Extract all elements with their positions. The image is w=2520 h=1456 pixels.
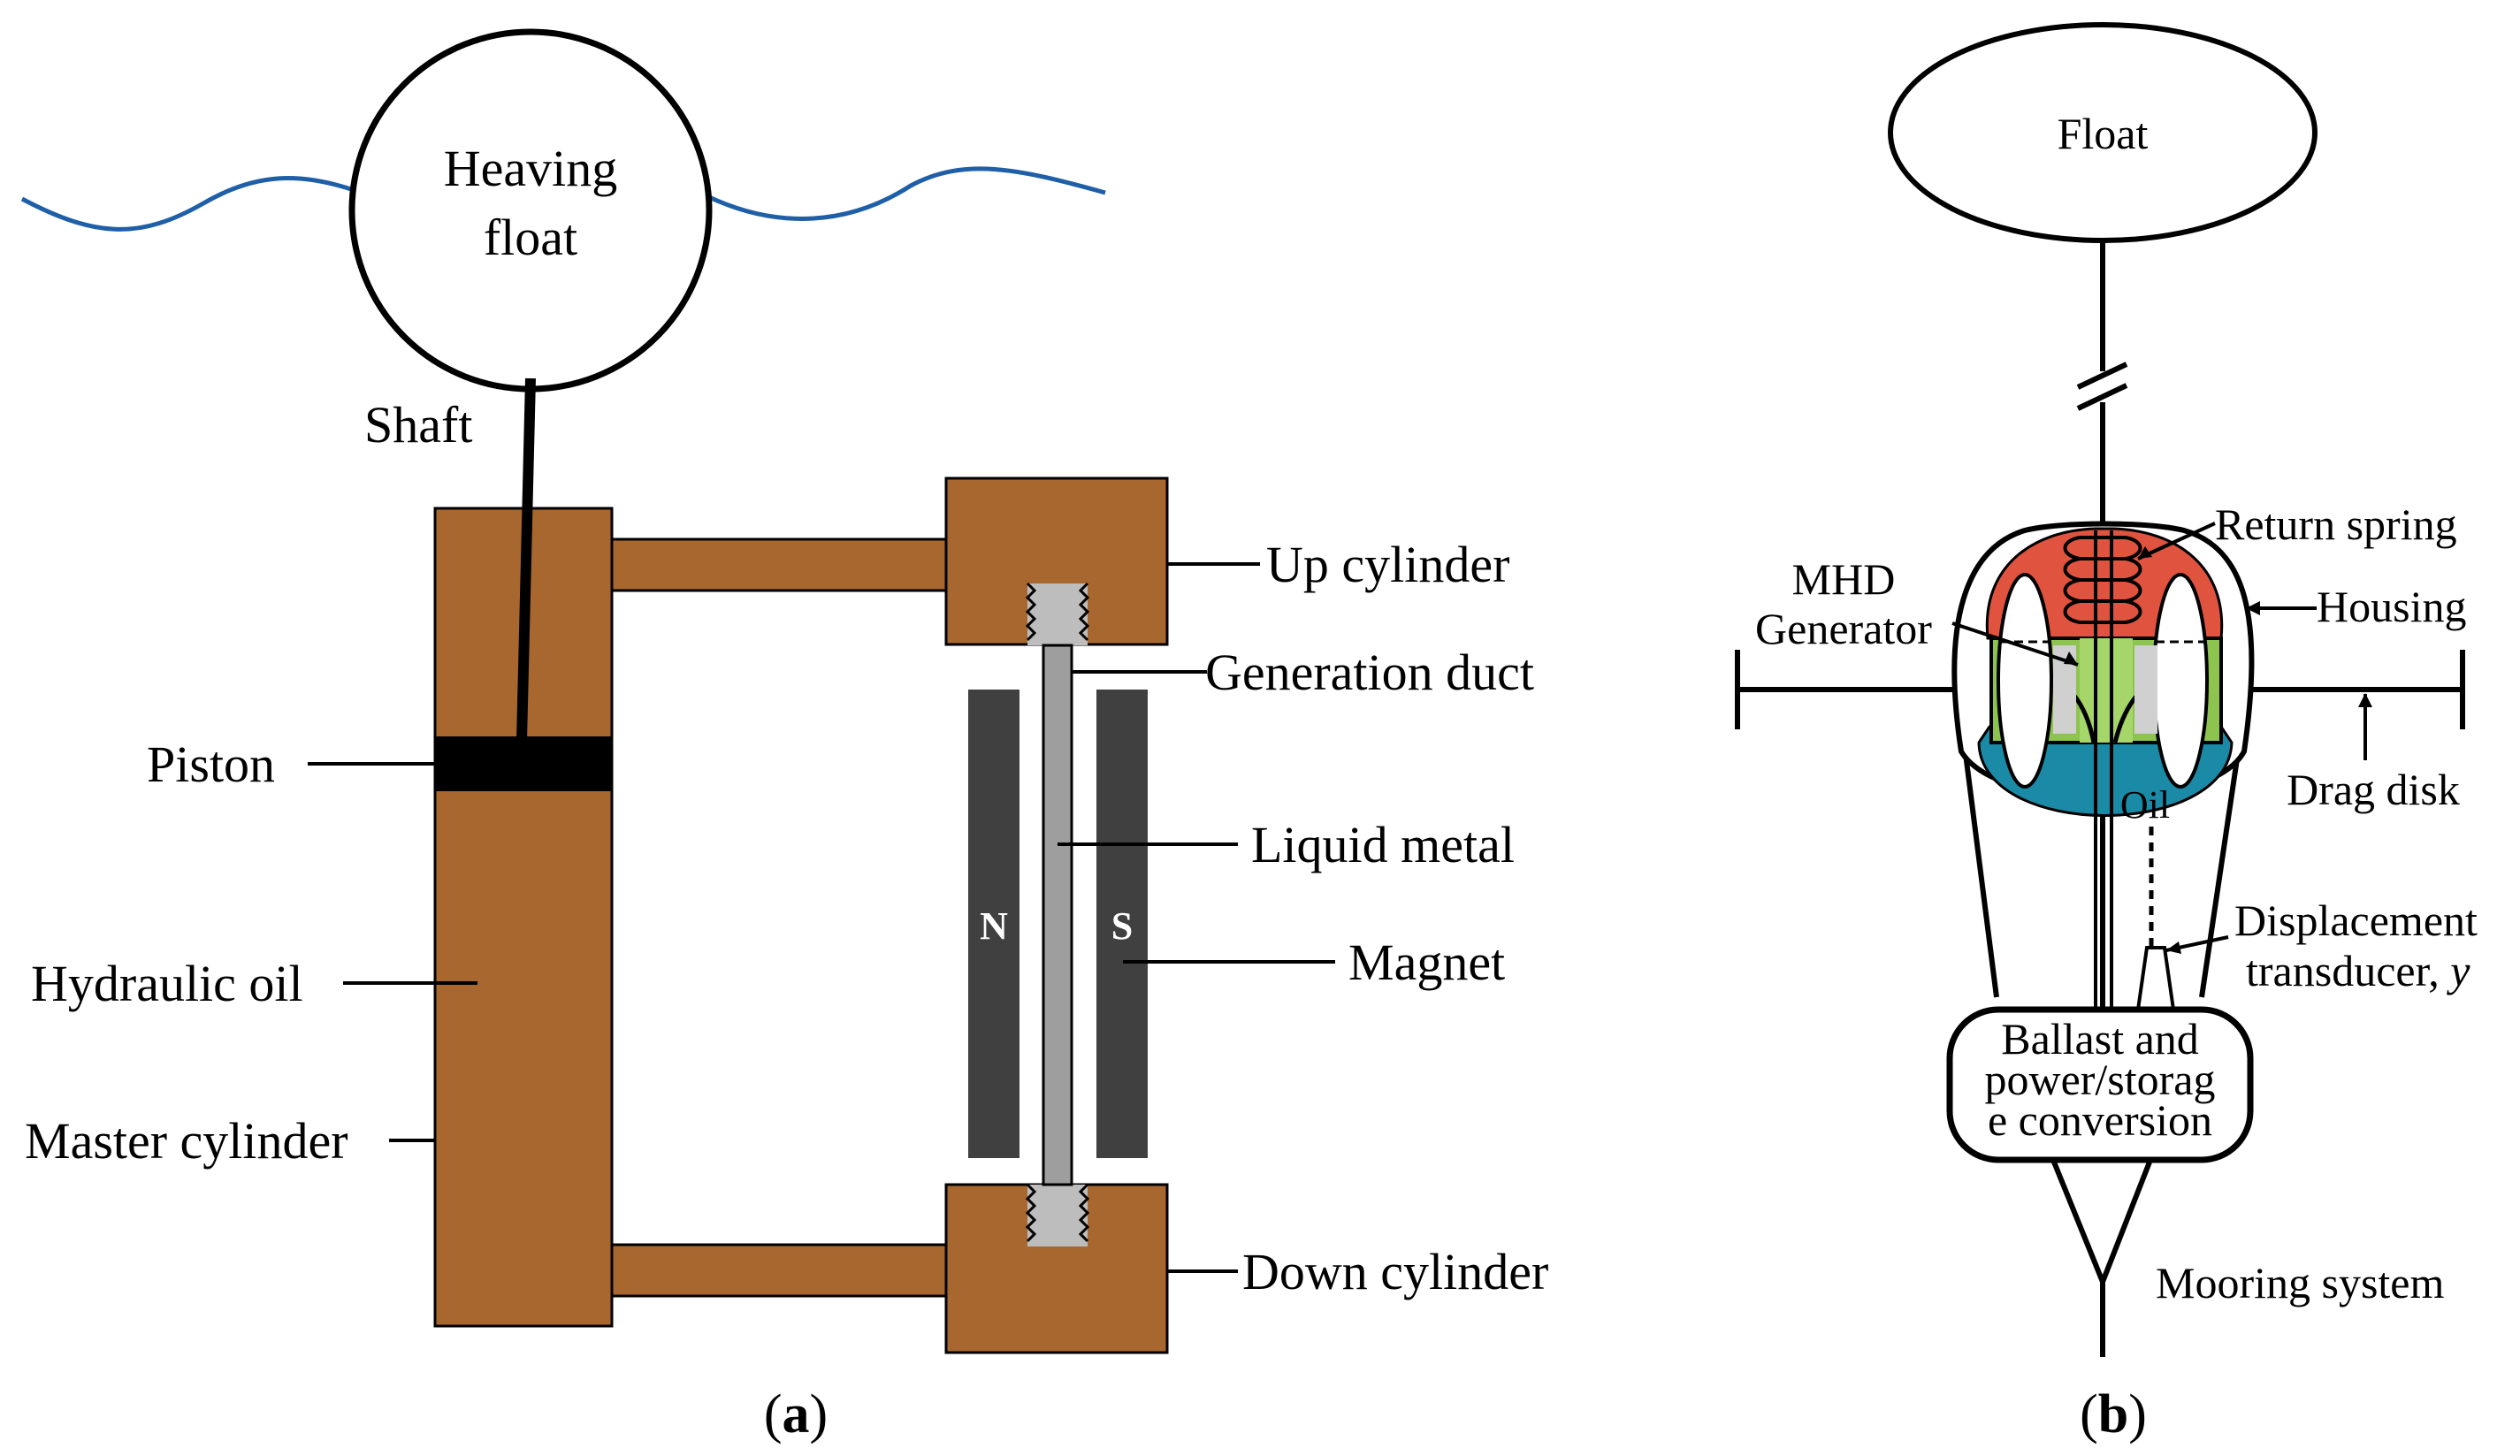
panel-a: Heaving float N S <box>20 28 1548 1445</box>
master-cylinder-label: Master cylinder <box>25 1112 348 1170</box>
arrow-return-spring <box>2138 546 2152 559</box>
displacement-label-line1: Displacement <box>2234 896 2478 945</box>
up-cylinder-label: Up cylinder <box>1266 536 1509 593</box>
mhd-generator-label-line1: MHD <box>1792 554 1896 604</box>
lower-tube <box>608 1243 948 1298</box>
magnet-south <box>1096 690 1148 1158</box>
drag-disk-label: Drag disk <box>2287 765 2460 814</box>
housing-cone <box>1962 746 2241 998</box>
ballast-label-line3: e conversion <box>1988 1095 2212 1145</box>
panel-a-caption: (a) <box>764 1384 828 1445</box>
heaving-float-label-line1: Heaving <box>444 140 618 197</box>
oil-label: Oil <box>2120 783 2170 827</box>
channel-left <box>1997 573 2053 789</box>
wave-left <box>20 175 355 232</box>
arrow-drag-disk <box>2358 693 2372 707</box>
channel-right-gap <box>2134 645 2157 734</box>
liquid-metal-label: Liquid metal <box>1251 816 1515 873</box>
magnet-label: Magnet <box>1348 934 1505 991</box>
displacement-transducer-body <box>2136 946 2175 1010</box>
mooring-line <box>2050 1158 2153 1357</box>
panel-b: Float Oil <box>1735 22 2478 1445</box>
wave-right <box>706 166 1106 221</box>
leader-return-spring <box>2137 522 2216 560</box>
return-spring-label: Return spring <box>2215 499 2457 549</box>
ballast-label-line2: power/storag <box>1984 1055 2215 1104</box>
upper-bellows <box>1025 582 1090 645</box>
mhd-generator-label-line2: Generator <box>1755 604 1932 653</box>
housing-label: Housing <box>2317 582 2466 631</box>
magnet-south-pole-label: S <box>1111 904 1133 948</box>
heaving-float-label-line2: float <box>484 209 577 266</box>
panel-b-caption: (b) <box>2080 1384 2147 1445</box>
lower-bellows <box>1025 1183 1090 1246</box>
float-label: Float <box>2058 109 2149 158</box>
generation-duct <box>1042 644 1073 1186</box>
upper-tube <box>608 537 948 592</box>
leader-mhd-generator <box>1951 621 2079 667</box>
arrow-mhd-generator <box>2064 652 2078 665</box>
mooring-label: Mooring system <box>2156 1258 2445 1307</box>
ballast-box <box>1946 1006 2254 1163</box>
piston <box>435 736 612 791</box>
piston-label: Piston <box>147 736 275 793</box>
tether-break-symbol <box>2076 362 2128 411</box>
down-cylinder-label: Down cylinder <box>1242 1243 1548 1300</box>
shaft <box>516 377 536 742</box>
return-spring <box>2063 536 2142 624</box>
ballast-label-line1: Ballast and <box>2001 1014 2199 1063</box>
displacement-label-line2: transducer, y <box>2246 946 2470 995</box>
hydraulic-oil-label: Hydraulic oil <box>31 955 303 1012</box>
magnet-north-pole-label: N <box>980 904 1008 948</box>
shaft-label: Shaft <box>364 396 472 454</box>
generation-duct-label: Generation duct <box>1205 644 1534 701</box>
arrow-displacement <box>2166 941 2181 954</box>
channel-right <box>2152 573 2209 789</box>
magnet-north <box>968 690 1019 1158</box>
arrow-housing <box>2246 601 2260 615</box>
